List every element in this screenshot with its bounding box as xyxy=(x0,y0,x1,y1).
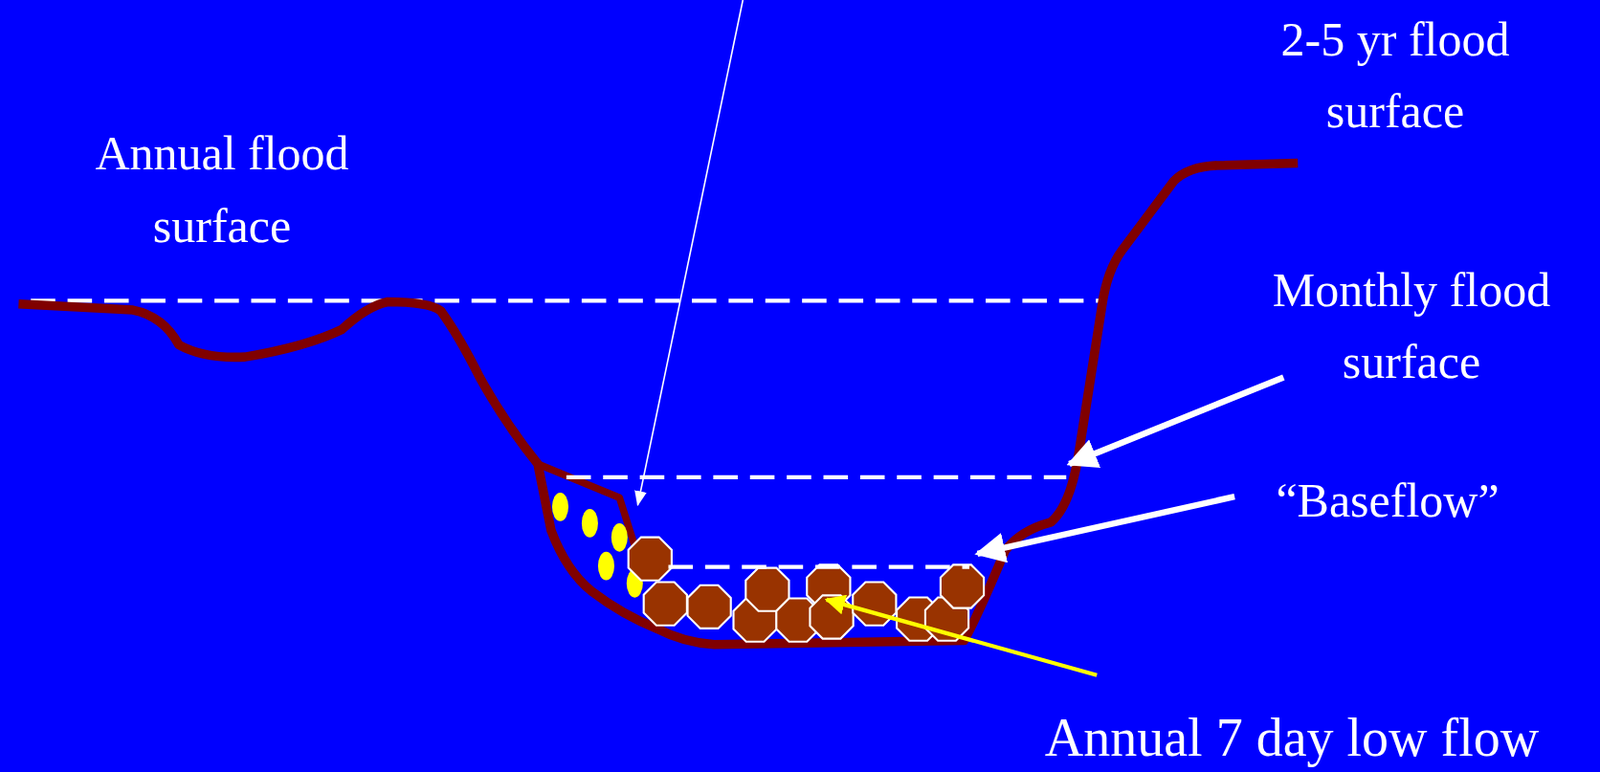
flow-label: Annual 7 day low flow xyxy=(995,707,1589,769)
annual-flood-line xyxy=(30,298,1108,303)
flood-level-label: 2-5 yr flood surface xyxy=(1237,3,1554,148)
baseflow-arrow xyxy=(977,496,1235,555)
flood-level-label: “Baseflow” xyxy=(1224,465,1551,537)
sand-grains xyxy=(552,492,644,599)
leader-line xyxy=(637,0,743,506)
baseflow-line xyxy=(667,565,969,570)
cobble xyxy=(940,564,984,608)
low-flow-arrow xyxy=(826,600,1098,676)
monthly-flood-line xyxy=(566,475,1067,480)
cobble xyxy=(688,585,732,629)
monthly-arrow xyxy=(1068,377,1284,465)
cobble xyxy=(644,582,688,626)
cobble xyxy=(628,537,672,581)
flood-level-label: Monthly flood surface xyxy=(1229,254,1594,399)
bar-outline xyxy=(537,464,638,598)
flood-level-label: Annual flood surface xyxy=(54,116,390,263)
cobbles xyxy=(628,537,984,643)
